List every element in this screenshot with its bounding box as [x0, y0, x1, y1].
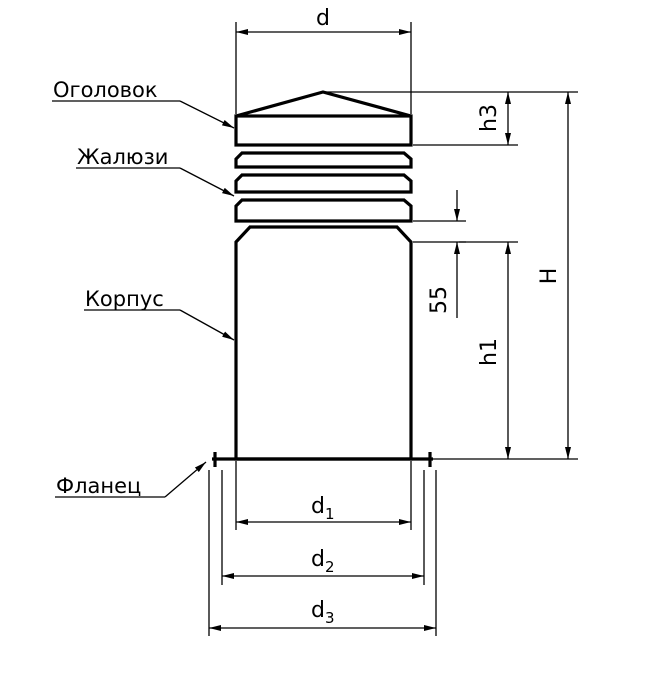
cap-cone	[235, 90, 412, 118]
svg-text:d3: d3	[311, 598, 335, 627]
svg-text:d2: d2	[311, 547, 335, 576]
deflector-outline	[212, 90, 433, 467]
dim-d2-subscript: 2	[325, 558, 335, 576]
label-body: Корпус	[85, 287, 164, 311]
dim-d2-label: d	[311, 547, 325, 572]
dim-d3-subscript: 3	[325, 609, 335, 627]
dim-d1-subscript: 1	[325, 505, 335, 523]
dim-d1-label: d	[311, 494, 325, 519]
dimension-H: H	[413, 92, 578, 460]
dimension-d: d	[235, 6, 412, 114]
leader-louvers: Жалюзи	[76, 145, 235, 197]
louver-2	[234, 173, 413, 194]
leader-body: Корпус	[84, 287, 235, 341]
cap-band	[234, 114, 413, 147]
svg-text:d1: d1	[311, 494, 335, 523]
label-flange: Фланец	[56, 474, 141, 498]
dimension-d2: d2	[221, 470, 425, 585]
dim-H-label: H	[537, 268, 562, 285]
dimension-d3: d3	[208, 470, 437, 636]
louver-3	[234, 198, 413, 223]
dim-d-label: d	[316, 6, 330, 31]
dim-h3-label: h3	[477, 104, 502, 132]
dimension-d1: d1	[235, 461, 412, 530]
dimension-gap-55: 55	[413, 190, 466, 318]
dim-d3-label: d	[311, 598, 325, 623]
dim-gap-label: 55	[427, 286, 452, 314]
dim-h1-label: h1	[477, 338, 502, 366]
dimension-h1: h1	[459, 241, 518, 459]
leader-flange: Фланец	[55, 461, 207, 498]
body-shell	[234, 225, 413, 461]
louver-1	[234, 151, 413, 169]
label-head: Оголовок	[53, 78, 158, 102]
dimension-h3: h3	[325, 91, 578, 146]
label-louvers: Жалюзи	[77, 145, 168, 169]
leader-head: Оголовок	[52, 78, 235, 129]
